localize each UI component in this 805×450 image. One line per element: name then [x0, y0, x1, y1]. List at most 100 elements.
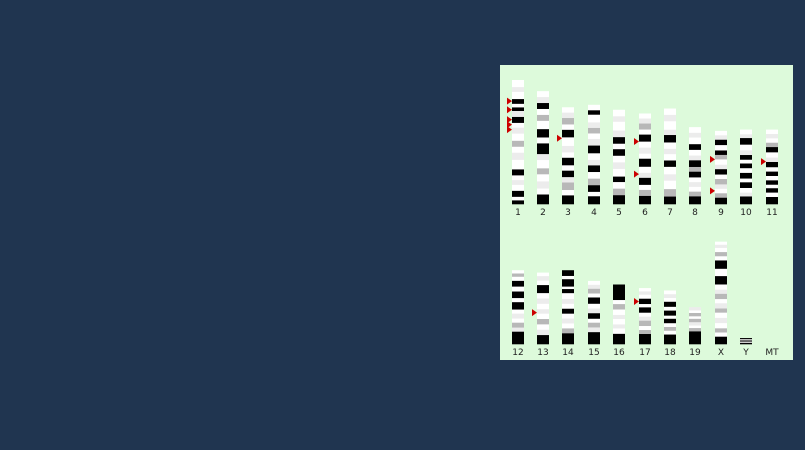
band-9-12: [715, 188, 727, 194]
band-16-0: [613, 284, 625, 301]
band-2-11: [537, 168, 549, 175]
band-5-10: [613, 176, 625, 183]
marker-1-3: [507, 121, 512, 129]
marker-1-2: [507, 116, 512, 124]
band-7-12: [664, 189, 676, 197]
band-1-0: [512, 80, 524, 88]
band-y-0: [740, 338, 752, 340]
band-2-7: [537, 137, 549, 144]
band-19-6: [689, 325, 701, 329]
band-10-12: [740, 187, 752, 193]
band-15-8: [588, 318, 600, 324]
band-11-13: [766, 188, 778, 193]
band-12-12: [512, 327, 524, 332]
band-2-14: [537, 188, 549, 195]
band-11-4: [766, 147, 778, 153]
band-3-9: [562, 165, 574, 171]
band-4-6: [588, 138, 600, 146]
band-3-2: [562, 118, 574, 125]
band-11-3: [766, 142, 778, 148]
band-19-5: [689, 322, 701, 326]
band-8-5: [689, 155, 701, 161]
band-12-7: [512, 302, 524, 310]
marker-9-1: [710, 187, 715, 195]
band-9-3: [715, 145, 727, 151]
marker-1-0: [507, 97, 512, 105]
band-4-3: [588, 122, 600, 129]
band-9-14: [715, 197, 727, 205]
band-x-17: [715, 328, 727, 333]
band-15-0: [588, 280, 600, 286]
band-19-3: [689, 316, 701, 320]
chromosome-7: 7: [664, 108, 676, 218]
band-15-3: [588, 293, 600, 298]
marker-17-0: [634, 297, 639, 305]
band-10-4: [740, 150, 752, 156]
band-7-1: [664, 114, 676, 122]
band-8-0: [689, 127, 701, 134]
band-16-4: [613, 314, 625, 320]
chromosome-label-12: 12: [512, 348, 523, 358]
band-14-6: [562, 298, 574, 305]
band-x-5: [715, 260, 727, 270]
band-16-3: [613, 309, 625, 316]
band-8-2: [689, 137, 701, 145]
band-10-6: [740, 159, 752, 164]
band-18-9: [664, 326, 676, 332]
band-9-8: [715, 169, 727, 175]
chromosome-10: 10: [740, 129, 752, 218]
band-7-13: [664, 196, 676, 205]
chromosome-6: 6: [634, 113, 651, 218]
band-14-9: [562, 313, 574, 319]
band-5-12: [613, 188, 625, 196]
chromosome-2: 2: [537, 91, 549, 218]
chromosome-label-13: 13: [537, 348, 548, 358]
band-4-12: [588, 178, 600, 186]
band-3-4: [562, 129, 574, 138]
band-x-4: [715, 256, 727, 261]
band-4-9: [588, 159, 600, 166]
band-y-2: [740, 340, 752, 342]
band-2-3: [537, 108, 549, 116]
band-6-9: [639, 166, 651, 174]
band-6-0: [639, 113, 651, 119]
band-x-8: [715, 284, 727, 290]
band-13-5: [537, 298, 549, 305]
band-18-6: [664, 315, 676, 320]
band-2-8: [537, 143, 549, 155]
band-12-2: [512, 276, 524, 282]
band-1-1: [512, 87, 524, 93]
band-13-9: [537, 319, 549, 325]
band-10-9: [740, 172, 752, 179]
band-18-7: [664, 318, 676, 324]
band-18-11: [664, 334, 676, 345]
band-11-5: [766, 152, 778, 158]
band-17-2: [639, 294, 651, 300]
band-5-13: [613, 195, 625, 205]
band-15-1: [588, 284, 600, 290]
band-9-13: [715, 193, 727, 199]
band-12-1: [512, 273, 524, 278]
band-6-6: [639, 147, 651, 155]
band-14-11: [562, 323, 574, 329]
band-y-1: [740, 339, 752, 341]
chromosome-label-7: 7: [667, 208, 673, 218]
band-15-5: [588, 303, 600, 309]
band-11-9: [766, 171, 778, 177]
band-12-5: [512, 291, 524, 299]
band-8-7: [689, 166, 701, 173]
chromosome-label-11: 11: [766, 208, 777, 218]
band-4-10: [588, 165, 600, 173]
band-18-10: [664, 330, 676, 335]
band-5-9: [613, 168, 625, 177]
chromosome-5: 5: [613, 109, 625, 218]
band-16-5: [613, 318, 625, 325]
band-17-8: [639, 320, 651, 327]
band-5-8: [613, 162, 625, 170]
band-6-12: [639, 184, 651, 191]
band-19-4: [689, 318, 701, 323]
band-16-2: [613, 304, 625, 310]
band-4-4: [588, 127, 600, 134]
band-2-2: [537, 103, 549, 110]
